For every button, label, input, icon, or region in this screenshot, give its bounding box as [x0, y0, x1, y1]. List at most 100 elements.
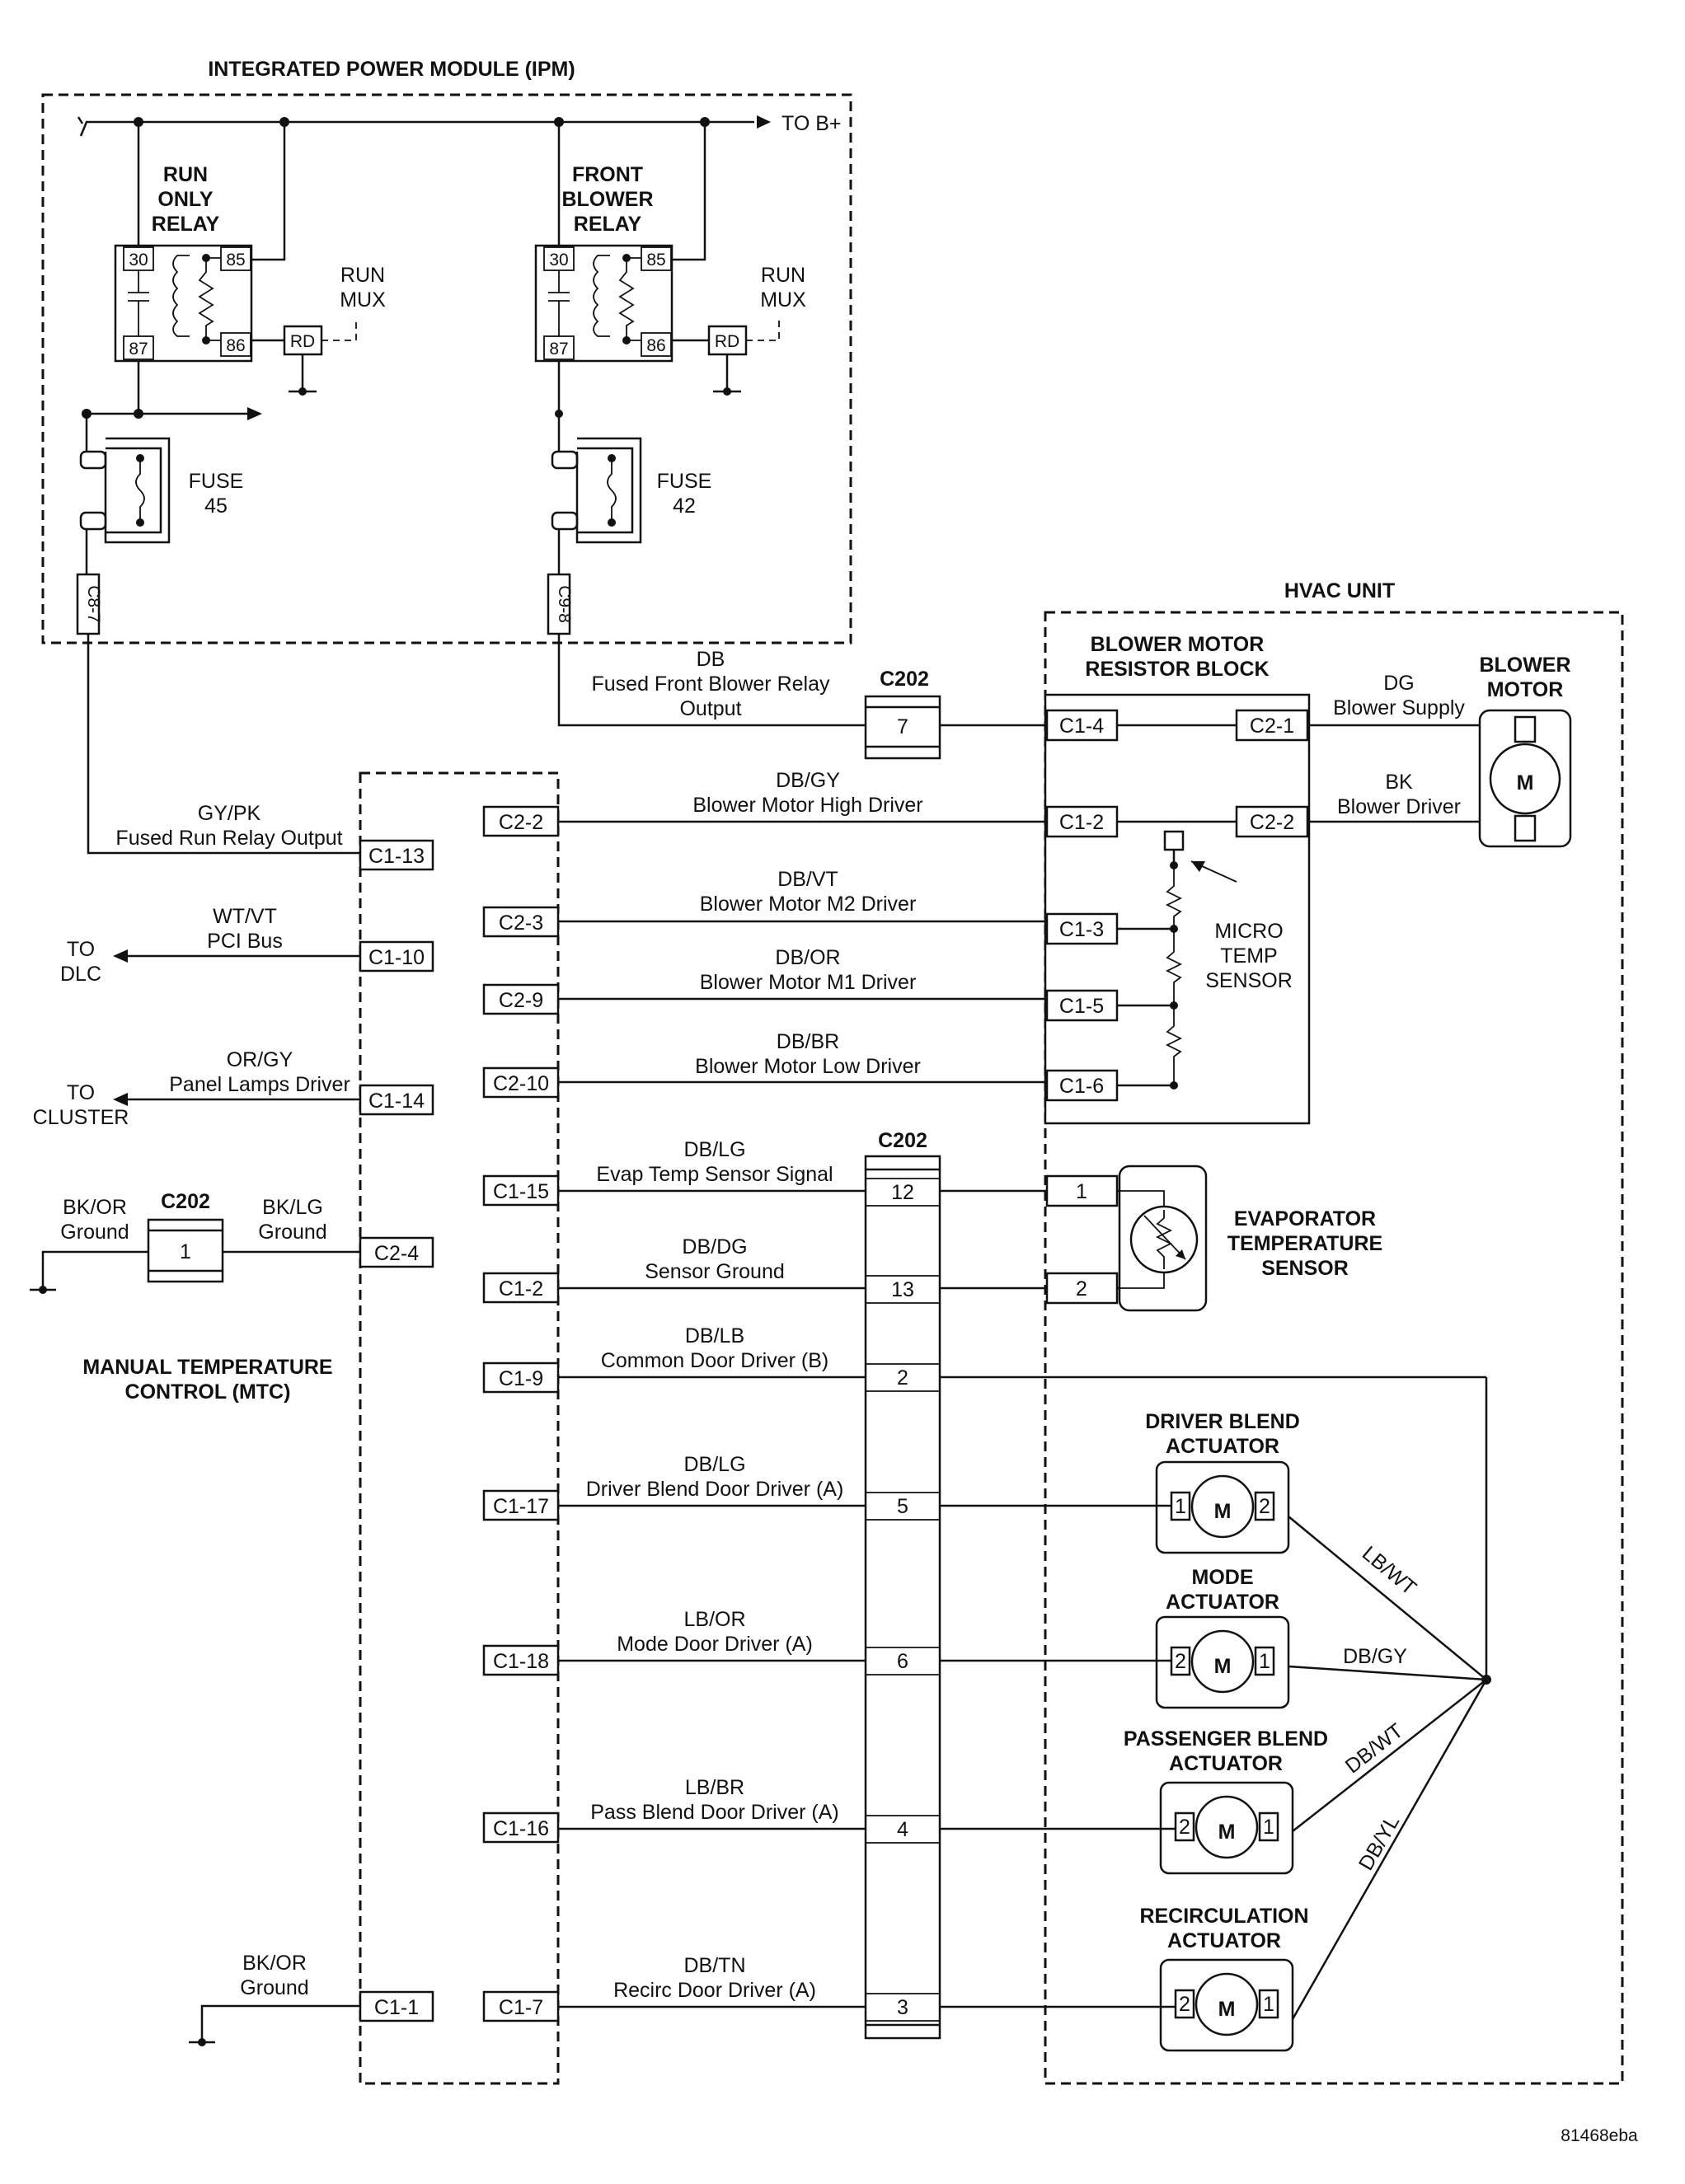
svg-text:RUN: RUN [761, 264, 805, 287]
svg-text:BK: BK [1385, 771, 1413, 794]
svg-text:C202: C202 [161, 1190, 210, 1213]
svg-text:Panel Lamps Driver: Panel Lamps Driver [169, 1073, 350, 1096]
hvac-unit: HVAC UNIT BLOWER MOTOR RESISTOR BLOCK C1… [1044, 579, 1624, 2085]
c202-main-connector: C202 12 13 2 5 6 4 3 [864, 1129, 941, 2040]
svg-text:RD: RD [290, 332, 315, 351]
svg-text:MANUAL TEMPERATURE: MANUAL TEMPERATURE [82, 1356, 332, 1379]
svg-text:45: 45 [204, 494, 228, 518]
svg-text:RELAY: RELAY [152, 213, 220, 236]
svg-text:ONLY: ONLY [157, 188, 213, 211]
run-only-relay: RUN ONLY RELAY 30 87 85 86 RD RUN MUX [114, 122, 386, 396]
svg-text:12: 12 [891, 1181, 914, 1204]
svg-text:C1-3: C1-3 [1059, 918, 1104, 941]
svg-text:MICRO: MICRO [1214, 920, 1283, 943]
conn-c9-8: C9-8 [555, 585, 574, 623]
svg-text:LB/OR: LB/OR [683, 1608, 745, 1631]
svg-text:C2-10: C2-10 [493, 1072, 549, 1095]
svg-text:13: 13 [891, 1278, 914, 1301]
svg-text:DRIVER BLEND: DRIVER BLEND [1145, 1410, 1300, 1433]
svg-text:C1-5: C1-5 [1059, 995, 1104, 1018]
svg-text:M: M [1218, 1821, 1236, 1844]
svg-text:BLOWER: BLOWER [561, 188, 653, 211]
svg-text:30: 30 [129, 251, 148, 269]
svg-text:SENSOR: SENSOR [1205, 969, 1293, 992]
svg-text:Blower Driver: Blower Driver [1337, 795, 1461, 818]
svg-text:86: 86 [226, 336, 245, 355]
ipm-boundary [41, 93, 852, 644]
svg-text:4: 4 [897, 1818, 908, 1841]
svg-text:Pass Blend Door Driver (A): Pass Blend Door Driver (A) [590, 1801, 838, 1824]
svg-text:Blower Motor High Driver: Blower Motor High Driver [692, 794, 922, 817]
svg-text:DB/OR: DB/OR [775, 946, 840, 969]
svg-text:C2-9: C2-9 [499, 989, 543, 1012]
svg-text:PASSENGER BLEND: PASSENGER BLEND [1124, 1727, 1328, 1750]
svg-text:RUN: RUN [340, 264, 385, 287]
ipm-module: INTEGRATED POWER MODULE (IPM) TO B+ RUN … [41, 58, 852, 644]
svg-text:M: M [1517, 771, 1534, 794]
to-b-plus-label: TO B+ [781, 112, 842, 135]
svg-text:1: 1 [1076, 1180, 1087, 1203]
svg-text:2: 2 [897, 1366, 908, 1390]
svg-text:OR/GY: OR/GY [227, 1048, 293, 1071]
svg-text:FRONT: FRONT [572, 163, 643, 186]
svg-text:6: 6 [897, 1650, 908, 1673]
svg-text:DB/LG: DB/LG [683, 1453, 745, 1476]
svg-text:M: M [1214, 1655, 1232, 1678]
svg-text:DB/LB: DB/LB [685, 1324, 744, 1347]
svg-text:FUSE: FUSE [189, 470, 244, 493]
svg-text:DB/BR: DB/BR [777, 1030, 839, 1053]
svg-text:DB/DG: DB/DG [682, 1235, 747, 1258]
svg-text:5: 5 [897, 1495, 908, 1518]
svg-text:TO: TO [67, 938, 95, 961]
ipm-title: INTEGRATED POWER MODULE (IPM) [208, 58, 575, 81]
svg-text:RUN: RUN [163, 163, 208, 186]
svg-text:DB/GY: DB/GY [776, 769, 840, 792]
svg-text:C2-4: C2-4 [374, 1242, 419, 1265]
svg-text:Driver Blend Door Driver (A): Driver Blend Door Driver (A) [586, 1478, 844, 1501]
svg-text:M: M [1214, 1500, 1232, 1523]
svg-text:7: 7 [897, 715, 908, 738]
svg-text:3: 3 [897, 1996, 908, 2019]
svg-text:Blower Motor Low Driver: Blower Motor Low Driver [695, 1055, 921, 1078]
svg-text:30: 30 [549, 251, 568, 269]
svg-text:C1-10: C1-10 [368, 946, 425, 969]
svg-text:Ground: Ground [258, 1221, 326, 1244]
svg-text:Recirc Door Driver (A): Recirc Door Driver (A) [613, 1979, 816, 2002]
svg-text:BK/OR: BK/OR [63, 1196, 127, 1219]
svg-text:DB/YL: DB/YL [1354, 1811, 1404, 1875]
svg-text:WT/VT: WT/VT [213, 905, 277, 928]
svg-text:C2-2: C2-2 [499, 811, 543, 834]
svg-text:TEMPERATURE: TEMPERATURE [1227, 1232, 1382, 1255]
svg-text:42: 42 [673, 494, 696, 518]
svg-text:2: 2 [1179, 1993, 1190, 2016]
svg-text:BLOWER: BLOWER [1479, 654, 1570, 677]
svg-text:Evap Temp Sensor Signal: Evap Temp Sensor Signal [596, 1163, 833, 1186]
svg-text:C1-7: C1-7 [499, 1996, 543, 2019]
svg-text:LB/WT: LB/WT [1358, 1542, 1421, 1601]
svg-text:C1-18: C1-18 [493, 1650, 549, 1673]
svg-text:C2-1: C2-1 [1250, 715, 1294, 738]
svg-text:DB/TN: DB/TN [684, 1954, 746, 1977]
svg-text:ACTUATOR: ACTUATOR [1167, 1929, 1281, 1952]
driver-blend-actuator: DRIVER BLEND ACTUATOR 1 2 M [1145, 1410, 1300, 1554]
svg-text:2: 2 [1259, 1495, 1270, 1518]
svg-text:HVAC UNIT: HVAC UNIT [1284, 579, 1395, 602]
svg-text:DG: DG [1383, 672, 1415, 695]
svg-text:DB/LG: DB/LG [683, 1138, 745, 1161]
svg-text:1: 1 [1175, 1495, 1186, 1518]
recirculation-actuator: RECIRCULATION ACTUATOR 2 1 M [1139, 1905, 1309, 2052]
svg-text:1: 1 [1263, 1993, 1274, 2016]
svg-text:TEMP: TEMP [1220, 944, 1277, 968]
svg-text:SENSOR: SENSOR [1261, 1257, 1349, 1280]
svg-text:M: M [1218, 1998, 1236, 2021]
svg-text:C2-3: C2-3 [499, 912, 543, 935]
svg-text:C1-2: C1-2 [499, 1277, 543, 1301]
svg-text:C1-16: C1-16 [493, 1817, 549, 1840]
hvac-boundary [1044, 611, 1624, 2085]
svg-text:Fused Run Relay Output: Fused Run Relay Output [115, 827, 342, 850]
svg-text:CLUSTER: CLUSTER [33, 1106, 129, 1129]
svg-text:1: 1 [180, 1240, 191, 1263]
svg-text:C1-6: C1-6 [1059, 1075, 1104, 1098]
conn-c8-7: C8-7 [84, 585, 103, 623]
